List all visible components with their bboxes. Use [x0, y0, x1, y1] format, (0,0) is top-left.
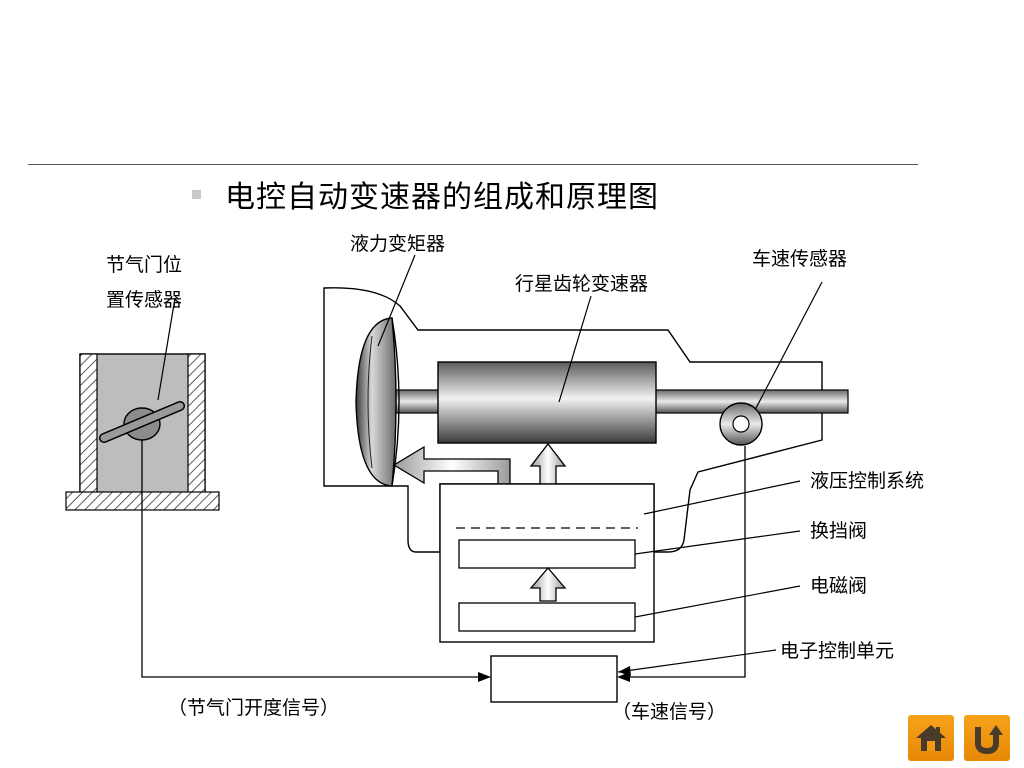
- home-button[interactable]: [908, 715, 954, 761]
- label-speed-sensor: 车速传感器: [752, 248, 847, 270]
- speed-signal-wire: [630, 446, 746, 678]
- planetary-gear-unit: [437, 295, 657, 444]
- shift-valve-block: [458, 539, 636, 569]
- label-throttle-signal: （节气门开度信号）: [168, 697, 339, 719]
- label-throttle-sensor-1: 节气门位: [106, 254, 182, 276]
- torque-converter: [355, 254, 416, 487]
- label-planetary-gear: 行星齿轮变速器: [515, 273, 648, 295]
- label-speed-signal: （车速信号）: [612, 701, 726, 723]
- solenoid-valve-block: [458, 602, 636, 632]
- flow-arrow-left: [392, 445, 511, 485]
- flow-arrow-up-mid: [529, 566, 567, 602]
- label-ecu: 电子控制单元: [780, 640, 894, 662]
- label-throttle-sensor-2: 置传感器: [106, 289, 182, 311]
- title-divider: [28, 164, 918, 165]
- throttle-signal-wire: [141, 440, 478, 678]
- label-hydraulic-control: 液压控制系统: [810, 470, 924, 492]
- home-icon: [916, 725, 946, 751]
- return-icon: [975, 725, 1003, 755]
- speed-sensor: [719, 281, 823, 446]
- label-torque-converter: 液力变矩器: [350, 233, 445, 255]
- label-solenoid-valve: 电磁阀: [810, 575, 867, 597]
- label-shift-valve: 换挡阀: [810, 520, 867, 542]
- bullet-square: [192, 189, 201, 199]
- title-row: 电控自动变速器的组成和原理图: [192, 172, 659, 216]
- flow-arrow-up-top: [529, 442, 567, 485]
- slide-title: 电控自动变速器的组成和原理图: [225, 180, 659, 215]
- return-button[interactable]: [964, 715, 1010, 761]
- ecu-box: [490, 655, 618, 703]
